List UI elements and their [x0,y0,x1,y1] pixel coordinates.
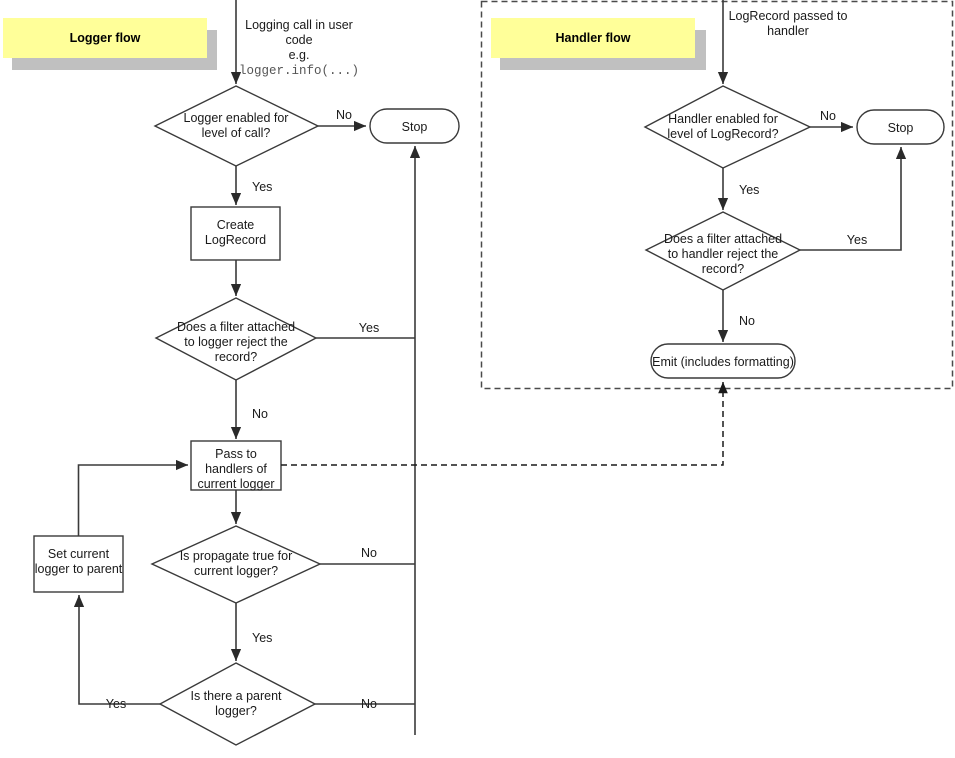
logger-flow-banner-label: Logger flow [70,31,141,45]
pass-to-handlers-line1: Pass to [215,447,257,461]
handler-filter-line1: Does a filter attached [664,232,782,246]
handler-flow-banner [491,18,695,58]
handler-entry-caption-line2: handler [767,24,809,38]
logger-stop-label: Stop [402,120,428,134]
handler-stop-label: Stop [888,121,914,135]
set-current-logger-line1: Set current [48,547,110,561]
handler-enabled-yes-label: Yes [739,183,759,197]
logger-entry-caption-code: logger.info(...) [239,64,359,78]
pass-to-handlers-line2: handlers of [205,462,267,476]
pass-to-handlers-line3: current logger [197,477,274,491]
logger-filter-line1: Does a filter attached [177,320,295,334]
propagate-line1: Is propagate true for [180,549,293,563]
logger-filter-line3: record? [215,350,257,364]
parent-yes-edge [73,594,160,705]
handler-filter-line3: record? [702,262,744,276]
logger-flow-banner [3,18,207,58]
handler-enabled-line1: Handler enabled for [668,112,778,126]
create-logrecord-process[interactable] [190,206,281,261]
parent-no-label: No [361,697,377,711]
logger-enabled-yes-label: Yes [252,180,272,194]
create-logrecord-line2: LogRecord [205,233,266,247]
handler-entry-caption-line1: LogRecord passed to [729,9,848,23]
logger-entry-caption-line1: Logging call in user [245,18,353,32]
set-current-logger-line2: logger to parent [35,562,123,576]
parent-yes-label: Yes [106,697,126,711]
parent-logger-decision[interactable] [158,662,317,746]
logger-filter-line2: to logger reject the [184,335,288,349]
handler-filter-yes-label: Yes [847,233,867,247]
logger-entry-caption-line3: e.g. [289,48,310,62]
pass-to-handlers-process[interactable] [190,440,282,491]
emit-terminator[interactable] [650,343,796,379]
set-current-logger-loopback-edge [77,459,189,536]
parent-logger-line1: Is there a parent [190,689,282,703]
logger-enabled-decision-line2: level of call? [202,126,271,140]
handler-enabled-no-label: No [820,109,836,123]
logger-enabled-no-label: No [336,108,352,122]
logger-filter-yes-label: Yes [359,321,379,335]
emit-label: Emit (includes formatting) [652,355,794,369]
handler-filter-yes-edge [800,146,907,251]
handler-flow-banner-label: Handler flow [555,31,630,45]
propagate-line2: current logger? [194,564,278,578]
propagate-no-label: No [361,546,377,560]
set-current-logger-process[interactable] [33,535,124,593]
handler-flow-group-box [480,0,954,390]
handler-stop-terminator[interactable] [856,109,945,145]
parent-logger-line2: logger? [215,704,257,718]
handler-filter-line2: to handler reject the [668,247,779,261]
handler-enabled-line2: level of LogRecord? [667,127,778,141]
create-logrecord-line1: Create [217,218,255,232]
handler-filter-no-label: No [739,314,755,328]
logger-filter-no-label: No [252,407,268,421]
pass-to-emit-dashed-edge [281,381,728,466]
logger-enabled-decision-line1: Logger enabled for [184,111,289,125]
logger-entry-caption-line2: code [285,33,312,47]
propagate-yes-label: Yes [252,631,272,645]
logger-stop-terminator[interactable] [369,108,460,144]
